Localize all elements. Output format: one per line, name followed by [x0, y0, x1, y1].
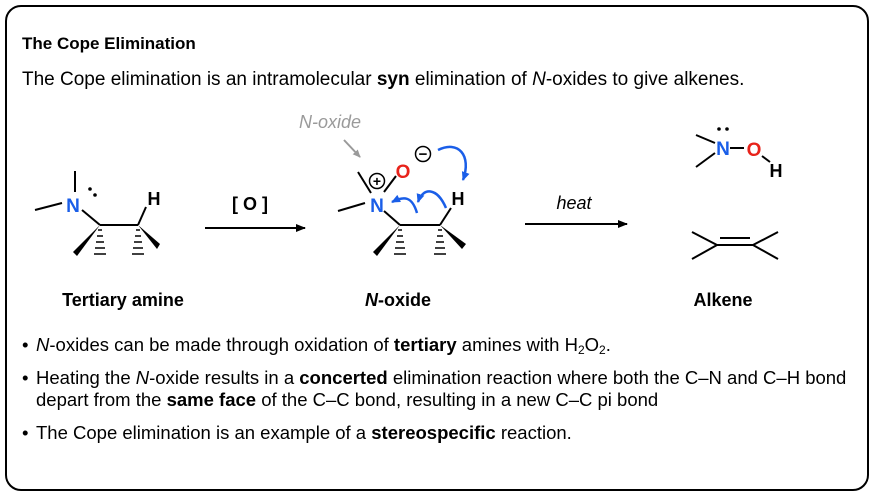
intro-sentence: The Cope elimination is an intramolecula… [22, 69, 744, 91]
page-title: The Cope Elimination [22, 34, 196, 53]
n-oxide-callout: N-oxide [299, 112, 361, 132]
amine-hydrogen-label: H [148, 189, 161, 209]
caption-oxide-text: -oxide [378, 290, 431, 310]
bullet-text: amines with H [456, 334, 578, 355]
bullet-text: of the C–C bond, resulting in a new C–C … [256, 389, 659, 410]
lone-pair-dot [717, 127, 721, 131]
alkene-structure [691, 231, 779, 260]
lone-pair-dot [88, 187, 92, 191]
oxide-oxygen-label: O [396, 162, 411, 183]
callout-arrow [343, 139, 361, 158]
tertiary-amine-structure [34, 171, 160, 256]
bullet-text: -oxide results in a [149, 367, 300, 388]
bullet-bold: same face [166, 389, 257, 410]
caption-n-oxide: N-oxide [365, 290, 431, 310]
lone-pair-dot [725, 127, 729, 131]
subscript: 2 [599, 343, 606, 357]
oxide-hydrogen-label: H [452, 189, 465, 209]
subscript: 2 [577, 343, 585, 357]
reaction-scheme: N H [ O ] N-oxide + − N O H he [34, 112, 783, 310]
curved-arrow-cn-bond [391, 194, 419, 214]
bullet-bold: stereospecific [371, 422, 496, 443]
bullet-text: elimination reaction where both the C–N … [36, 367, 847, 410]
oxide-nitrogen-label: N [370, 196, 384, 217]
intro-bold-syn: syn [376, 69, 410, 90]
oxidation-label: [ O ] [232, 194, 268, 214]
caption-alkene: Alkene [693, 290, 752, 310]
intro-text-2: elimination of [409, 69, 533, 90]
bullet-text: N [135, 367, 150, 388]
bullet-text: N [36, 334, 50, 355]
intro-text-1: The Cope elimination is an intramolecula… [22, 69, 377, 90]
intro-text-3: -oxides to give alkenes. [545, 69, 745, 90]
amine-nitrogen-label: N [66, 196, 80, 217]
bullet-dot: • [22, 367, 29, 388]
curved-arrow-ch-bond [416, 190, 448, 209]
bullet-dot: • [22, 422, 29, 443]
caption-tertiary-amine: Tertiary amine [62, 290, 184, 310]
bullet-bold: concerted [299, 367, 388, 388]
bullet-dot: • [22, 334, 29, 355]
bullet-text: The Cope elimination is an example of a [36, 422, 372, 443]
caption-n-italic: N [365, 290, 379, 310]
minus-charge: − [419, 146, 428, 163]
bullet-item: • The Cope elimination is an example of a… [22, 422, 852, 444]
bullet-text: O [584, 334, 600, 355]
heat-label: heat [556, 193, 592, 213]
lone-pair-dot [93, 193, 97, 197]
n-oxide-structure [337, 145, 466, 256]
product-oxygen-label: O [747, 140, 762, 161]
curved-arrow-o-to-h [437, 145, 470, 181]
bullet-text: . [605, 334, 611, 355]
bullet-item: • N-oxides can be made through oxidation … [22, 334, 852, 356]
bullet-item: • Heating the N-oxide results in a concer… [22, 367, 852, 411]
bullet-list: •N-oxides can be made through oxidation … [22, 334, 852, 455]
bullet-text: Heating the [36, 367, 136, 388]
bullet-bold: tertiary [393, 334, 457, 355]
product-nitrogen-label: N [716, 139, 730, 160]
plus-charge: + [373, 173, 381, 189]
bullet-text: -oxides can be made through oxidation of [49, 334, 394, 355]
hydroxylamine-structure [695, 134, 771, 168]
bullet-text: reaction. [495, 422, 572, 443]
intro-italic-n: N [532, 69, 546, 90]
product-hydrogen-label: H [770, 161, 783, 181]
